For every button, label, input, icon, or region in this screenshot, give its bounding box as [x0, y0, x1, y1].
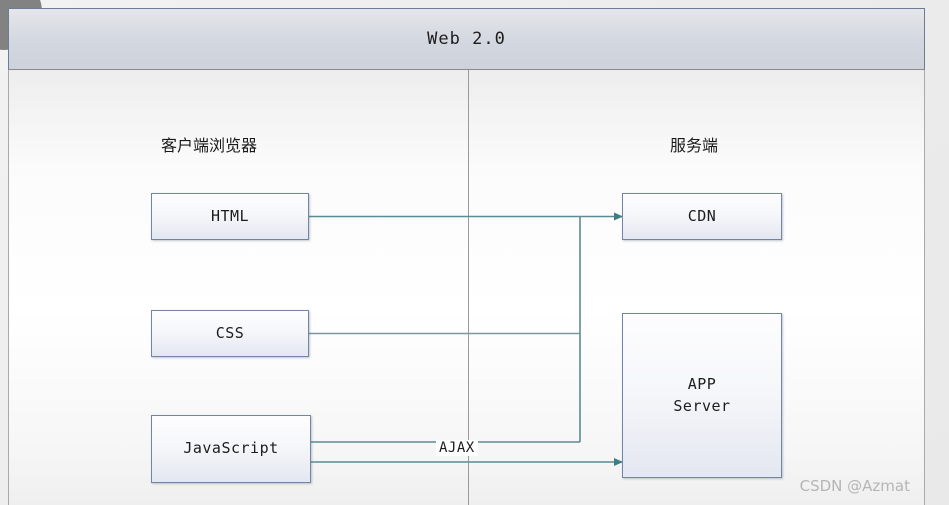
- node-html[interactable]: HTML: [151, 193, 309, 240]
- diagram-frame: Web 2.0 客户端浏览器 服务端: [8, 8, 925, 505]
- node-cdn[interactable]: CDN: [622, 193, 782, 240]
- diagram-title-bar: Web 2.0: [8, 8, 925, 70]
- node-css[interactable]: CSS: [151, 310, 309, 357]
- node-app-server[interactable]: APP Server: [622, 313, 782, 478]
- column-caption-server: 服务端: [670, 136, 719, 155]
- node-app-server-line1: APP: [687, 374, 717, 393]
- node-css-label: CSS: [215, 323, 245, 342]
- watermark: CSDN @Azmat: [799, 477, 910, 495]
- node-cdn-label: CDN: [687, 206, 717, 225]
- node-javascript[interactable]: JavaScript: [151, 415, 311, 483]
- node-javascript-label: JavaScript: [183, 439, 279, 458]
- edge-label-ajax: AJAX: [436, 440, 478, 456]
- diagram-canvas: 客户端浏览器 服务端 AJAX: [8, 70, 925, 505]
- column-divider: [468, 70, 469, 505]
- node-app-server-line2: Server: [673, 396, 731, 415]
- column-caption-client: 客户端浏览器: [161, 136, 258, 155]
- diagram-title: Web 2.0: [427, 29, 506, 49]
- node-app-server-label: APP Server: [673, 374, 730, 418]
- node-html-label: HTML: [210, 206, 250, 225]
